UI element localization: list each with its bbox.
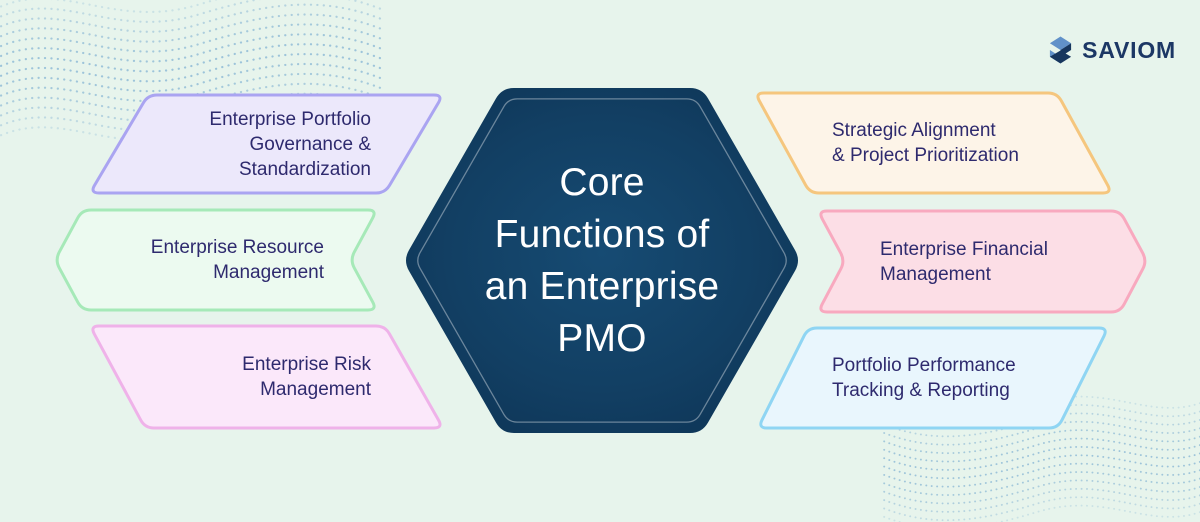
- text-line: Management: [213, 262, 324, 283]
- text-line: Governance &: [249, 133, 371, 155]
- function-shape-strategic-alignment: Strategic Alignment & Project Prioritizat…: [755, 91, 1112, 195]
- parallelogram-outline: [91, 324, 442, 430]
- text-line: Enterprise Risk: [242, 354, 371, 375]
- parallelogram-outline: [759, 326, 1107, 430]
- parallelogram-outline: [91, 93, 442, 195]
- text-line: Enterprise Financial: [880, 238, 1048, 260]
- text-line: Tracking & Reporting: [832, 380, 1010, 401]
- text-line: an Enterprise: [484, 264, 720, 308]
- function-label: Strategic Alignment & Project Prioritizat…: [755, 93, 1112, 193]
- saviom-logo-icon: [1050, 36, 1072, 64]
- text-line: Portfolio Performance: [832, 355, 1016, 376]
- text-line: Enterprise Resource: [150, 237, 324, 258]
- text-line: Management: [260, 379, 371, 400]
- text-line: Management: [880, 263, 991, 285]
- text-line: Core: [559, 160, 645, 204]
- text-line: Strategic Alignment: [832, 120, 996, 141]
- chevron-outline: [55, 208, 376, 312]
- saviom-logo: SAVIOM: [1047, 32, 1176, 68]
- text-line: PMO: [557, 316, 647, 360]
- parallelogram-outline: [756, 91, 1111, 195]
- text-line: & Project Prioritization: [832, 145, 1019, 166]
- chevron-outline: [819, 209, 1147, 314]
- text-line: Standardization: [238, 158, 371, 180]
- text-line: Functions of: [494, 212, 710, 256]
- saviom-logo-text: SAVIOM: [1082, 36, 1176, 63]
- text-line: Enterprise Portfolio: [209, 108, 371, 130]
- core-hexagon-shape: [405, 88, 799, 433]
